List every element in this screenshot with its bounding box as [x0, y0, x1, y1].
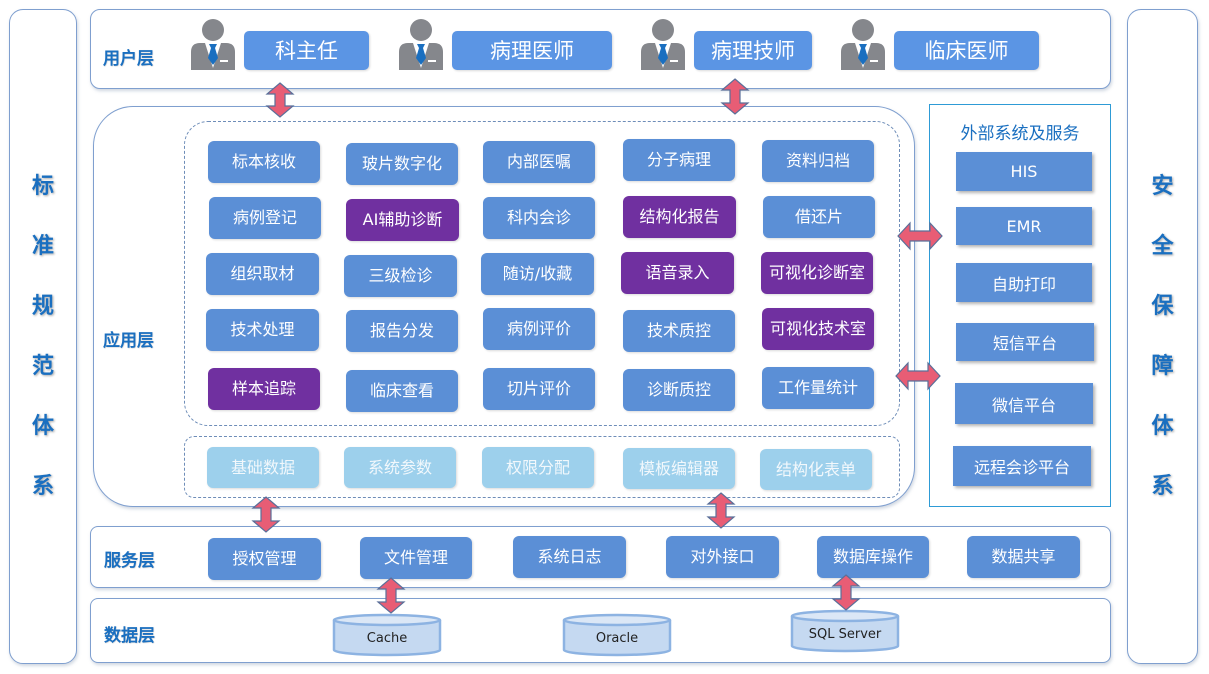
data-layer-label: 数据层	[104, 626, 155, 646]
module-button-highlighted[interactable]: 语音录入	[621, 252, 734, 294]
module-button-highlighted[interactable]: AI辅助诊断	[346, 199, 459, 241]
double-arrow-horizontal-icon	[897, 221, 943, 251]
module-button[interactable]: 随访/收藏	[481, 253, 594, 295]
role-department-head[interactable]: 科主任	[244, 31, 369, 70]
module-button-highlighted[interactable]: 可视化技术室	[762, 308, 874, 350]
module-button[interactable]: 技术处理	[206, 309, 319, 351]
database-icon	[790, 609, 900, 653]
service-button[interactable]: 对外接口	[666, 536, 779, 578]
basic-module-button[interactable]: 结构化表单	[760, 449, 872, 490]
double-arrow-vertical-icon	[265, 82, 295, 118]
database-oracle[interactable]: Oracle	[562, 613, 672, 657]
side-char: 安	[1151, 173, 1174, 199]
side-char: 系	[1151, 473, 1174, 499]
user-avatar-icon	[641, 19, 685, 70]
database-icon	[562, 613, 672, 657]
external-system-emr[interactable]: EMR	[956, 207, 1092, 245]
side-char: 体	[31, 413, 54, 439]
basic-module-button[interactable]: 模板编辑器	[623, 448, 735, 489]
basic-module-button[interactable]: 权限分配	[482, 447, 594, 488]
service-button[interactable]: 授权管理	[208, 538, 321, 580]
module-button[interactable]: 病例登记	[209, 197, 321, 239]
external-system-wechat[interactable]: 微信平台	[955, 383, 1093, 424]
double-arrow-vertical-icon	[376, 577, 406, 614]
external-system-self-print[interactable]: 自助打印	[956, 263, 1092, 302]
side-char: 规	[31, 293, 54, 319]
module-button[interactable]: 病例评价	[483, 308, 595, 350]
double-arrow-horizontal-icon	[895, 361, 941, 391]
module-button[interactable]: 分子病理	[623, 139, 735, 181]
service-button[interactable]: 数据共享	[967, 536, 1080, 578]
double-arrow-vertical-icon	[720, 78, 750, 115]
side-char: 系	[31, 473, 54, 499]
service-button[interactable]: 系统日志	[513, 536, 626, 578]
user-avatar-icon	[191, 19, 235, 70]
service-button[interactable]: 数据库操作	[817, 536, 929, 578]
module-button[interactable]: 诊断质控	[623, 369, 735, 411]
app-layer-label: 应用层	[103, 331, 154, 351]
role-pathologist[interactable]: 病理医师	[452, 31, 612, 70]
side-char: 保	[1151, 293, 1174, 319]
module-button[interactable]: 报告分发	[346, 310, 458, 352]
user-layer-label: 用户层	[103, 49, 154, 69]
standards-system-panel: 标 准 规 范 体 系	[9, 9, 77, 664]
module-button[interactable]: 资料归档	[762, 140, 874, 182]
external-system-his[interactable]: HIS	[956, 152, 1092, 191]
side-char: 全	[1151, 233, 1174, 259]
external-system-sms[interactable]: 短信平台	[956, 323, 1094, 361]
side-char: 体	[1151, 413, 1174, 439]
module-button[interactable]: 三级检诊	[344, 255, 457, 297]
database-label: SQL Server	[808, 627, 882, 642]
module-button[interactable]: 内部医嘱	[483, 141, 595, 183]
service-button[interactable]: 文件管理	[360, 537, 472, 579]
module-button-highlighted[interactable]: 结构化报告	[623, 196, 736, 238]
module-button[interactable]: 标本核收	[208, 141, 320, 183]
side-char: 标	[31, 173, 54, 199]
user-avatar-icon	[399, 19, 443, 70]
role-clinician[interactable]: 临床医师	[894, 31, 1039, 70]
side-char: 障	[1151, 353, 1174, 379]
module-button[interactable]: 组织取材	[206, 253, 319, 295]
double-arrow-vertical-icon	[251, 496, 281, 533]
module-button[interactable]: 技术质控	[623, 310, 735, 352]
module-button[interactable]: 临床查看	[346, 370, 458, 412]
database-label: Cache	[366, 631, 408, 646]
service-layer-label: 服务层	[104, 551, 155, 571]
double-arrow-vertical-icon	[831, 574, 861, 611]
module-button[interactable]: 借还片	[763, 196, 875, 238]
module-button[interactable]: 工作量统计	[762, 367, 874, 409]
double-arrow-vertical-icon	[706, 492, 736, 529]
module-button[interactable]: 科内会诊	[483, 197, 595, 239]
side-char: 范	[31, 353, 54, 379]
database-cache[interactable]: Cache	[332, 613, 442, 657]
database-sql-server[interactable]: SQL Server	[790, 609, 900, 653]
basic-module-button[interactable]: 系统参数	[344, 447, 456, 488]
external-system-remote-consult[interactable]: 远程会诊平台	[953, 446, 1091, 486]
basic-modules-group	[184, 436, 900, 498]
side-char: 准	[31, 233, 54, 259]
basic-module-button[interactable]: 基础数据	[207, 447, 319, 488]
user-avatar-icon	[841, 19, 885, 70]
app-modules-group	[184, 121, 900, 426]
external-systems-title: 外部系统及服务	[960, 124, 1080, 144]
module-button[interactable]: 玻片数字化	[346, 143, 458, 185]
database-icon	[332, 613, 442, 657]
database-label: Oracle	[595, 631, 639, 646]
module-button-highlighted[interactable]: 样本追踪	[208, 368, 320, 410]
role-pathology-technician[interactable]: 病理技师	[694, 31, 812, 70]
module-button[interactable]: 切片评价	[483, 368, 595, 410]
security-system-panel: 安 全 保 障 体 系	[1127, 9, 1198, 664]
module-button-highlighted[interactable]: 可视化诊断室	[761, 252, 873, 294]
